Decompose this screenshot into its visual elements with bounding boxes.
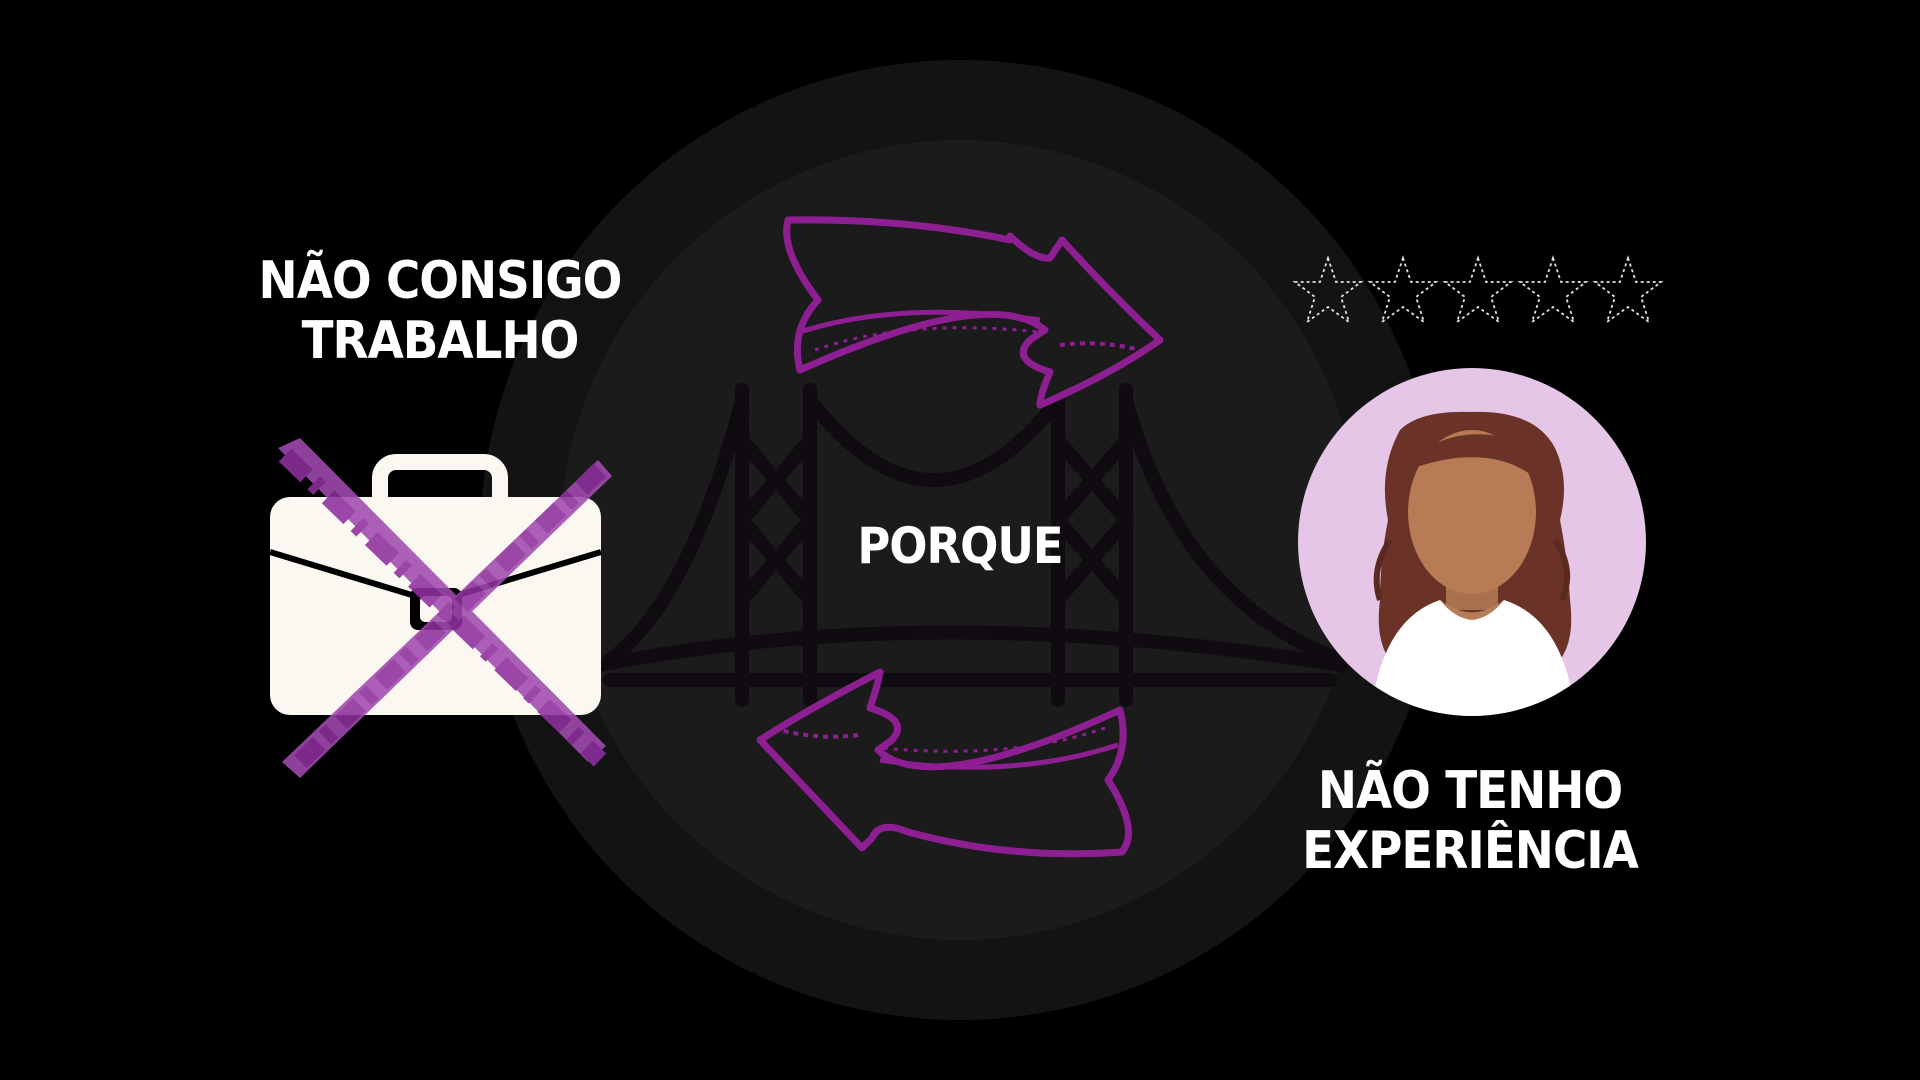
center-caption-text: PORQUE <box>857 517 1063 575</box>
left-caption-line1: NÃO CONSIGO <box>258 251 623 311</box>
star-2-icon <box>1367 255 1439 325</box>
bridge-icon <box>593 383 1347 707</box>
curved-arrow-left-icon <box>756 668 1132 858</box>
right-caption-line2: EXPERIÊNCIA <box>1302 820 1639 881</box>
person-avatar-icon <box>1298 368 1646 716</box>
left-caption-line2: TRABALHO <box>301 310 580 371</box>
rating-stars <box>1292 255 1664 325</box>
right-caption: NÃO TENHO EXPERIÊNCIA <box>1270 761 1670 882</box>
star-5-icon <box>1592 255 1664 325</box>
left-caption: NÃO CONSIGO TRABALHO <box>220 251 660 372</box>
curved-arrow-right-icon <box>783 216 1164 409</box>
center-caption: PORQUE <box>820 517 1100 576</box>
cross-x-icon <box>278 438 612 778</box>
star-3-icon <box>1442 255 1514 325</box>
star-4-icon <box>1517 255 1589 325</box>
star-1-icon <box>1292 255 1364 325</box>
right-caption-line1: NÃO TENHO <box>1317 761 1623 821</box>
